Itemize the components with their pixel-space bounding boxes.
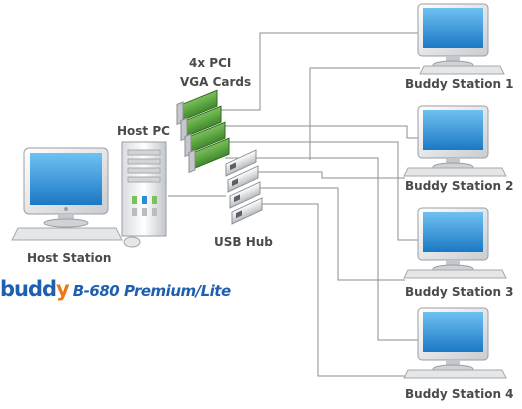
logo-brand-suffix: y bbox=[56, 277, 70, 301]
host-monitor bbox=[23, 147, 109, 228]
keyboard-1 bbox=[419, 65, 505, 75]
keyboard-3 bbox=[403, 269, 507, 279]
vga-card-3 bbox=[184, 121, 226, 158]
usb-cable-2 bbox=[258, 171, 405, 179]
vga-card-1 bbox=[176, 89, 218, 126]
logo-model: B-680 Premium/Lite bbox=[72, 282, 231, 300]
buddy-station-1-label: Buddy Station 1 bbox=[405, 77, 514, 91]
buddy-station-4-label: Buddy Station 4 bbox=[405, 387, 514, 401]
usb-cable-4 bbox=[258, 203, 405, 377]
buddy-station-2-label: Buddy Station 2 bbox=[405, 179, 514, 193]
keyboard-2 bbox=[403, 167, 507, 177]
host-pc-tower bbox=[121, 141, 167, 237]
host-station-label: Host Station bbox=[27, 251, 112, 265]
buddy-monitor-4 bbox=[417, 307, 489, 374]
host-pc-label: Host PC bbox=[117, 124, 170, 138]
vga-cable-1 bbox=[213, 32, 425, 111]
logo-brand-prefix: budd bbox=[0, 277, 57, 301]
keyboard-4 bbox=[403, 369, 507, 379]
usb-cables bbox=[258, 67, 420, 377]
host-keyboard bbox=[11, 227, 123, 241]
pci-cards-label-line1: 4x PCI bbox=[189, 56, 232, 70]
pci-cards-label-line2: VGA Cards bbox=[180, 75, 252, 89]
host-mouse bbox=[123, 236, 141, 248]
logo-brand: buddy bbox=[0, 277, 70, 301]
vga-card-2 bbox=[180, 105, 222, 142]
usb-cable-3 bbox=[258, 187, 405, 281]
buddy-monitor-2 bbox=[417, 105, 489, 172]
usb-cable-1 bbox=[309, 67, 420, 160]
buddy-monitor-3 bbox=[417, 207, 489, 274]
usb-hub-label: USB Hub bbox=[214, 235, 273, 249]
vga-cable-2 bbox=[217, 125, 425, 139]
buddy-station-3-label: Buddy Station 3 bbox=[405, 285, 514, 299]
vga-card-4 bbox=[188, 137, 230, 174]
buddy-monitor-1 bbox=[417, 3, 489, 70]
usb-hub bbox=[225, 149, 263, 225]
vga-cable-4 bbox=[225, 157, 425, 341]
